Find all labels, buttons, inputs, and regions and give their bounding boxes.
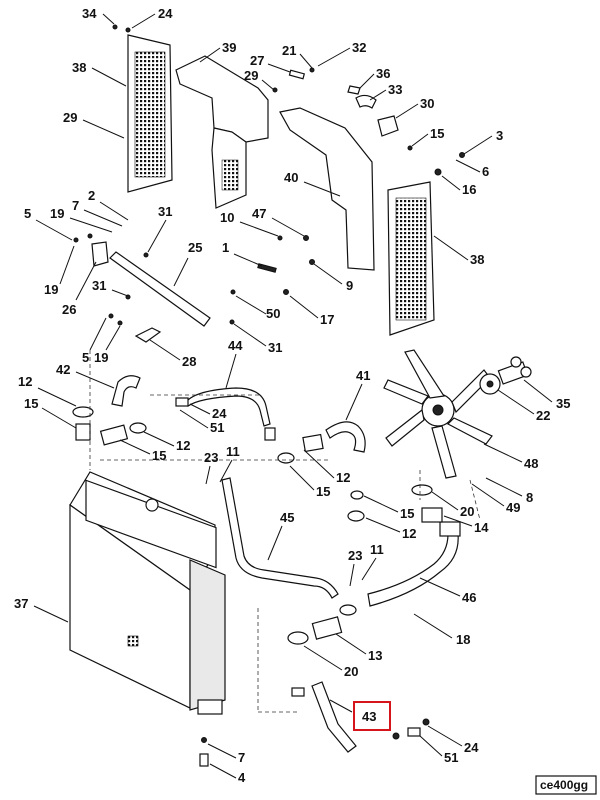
callout-45: 45: [280, 510, 294, 525]
callout-24: 24: [464, 740, 479, 755]
drawing-code: ce400gg: [540, 778, 588, 792]
fan-shroud-upper: [175, 55, 269, 209]
callout-37: 37: [14, 596, 28, 611]
callout-28: 28: [182, 354, 196, 369]
callout-50: 50: [266, 306, 280, 321]
callout-47: 47: [252, 206, 266, 221]
small-hardware: [73, 24, 465, 326]
callout-14: 14: [474, 520, 489, 535]
callout-19: 19: [94, 350, 108, 365]
callout-31: 31: [158, 204, 172, 219]
callout-18: 18: [456, 632, 470, 647]
callout-13: 13: [368, 648, 382, 663]
callout-6: 6: [482, 164, 489, 179]
callout-15: 15: [316, 484, 330, 499]
callout-12: 12: [18, 374, 32, 389]
upper-radiator-hose: [277, 421, 366, 464]
callout-12: 12: [336, 470, 350, 485]
parts-drawing: [69, 24, 532, 767]
callout-51: 51: [210, 420, 224, 435]
callout-15: 15: [400, 506, 414, 521]
callout-25: 25: [188, 240, 202, 255]
upper-tube: [175, 387, 276, 441]
callout-9: 9: [346, 278, 353, 293]
callout-4: 4: [238, 770, 246, 785]
callout-19: 19: [44, 282, 58, 297]
callout-5: 5: [82, 350, 89, 365]
callout-33: 33: [388, 82, 402, 97]
drain-plug: [199, 737, 209, 767]
callout-44: 44: [228, 338, 243, 353]
callout-31: 31: [92, 278, 106, 293]
callout-23: 23: [204, 450, 218, 465]
callout-15: 15: [430, 126, 444, 141]
callout-15: 15: [24, 396, 38, 411]
callout-19: 19: [50, 206, 64, 221]
callout-8: 8: [526, 490, 533, 505]
callout-12: 12: [402, 526, 416, 541]
callout-3: 3: [496, 128, 503, 143]
callout-29: 29: [244, 68, 258, 83]
callout-36: 36: [376, 66, 390, 81]
callout-43: 43: [362, 709, 376, 724]
callout-49: 49: [506, 500, 520, 515]
callout-10: 10: [220, 210, 234, 225]
lower-tube: [221, 477, 339, 599]
fan-shroud-side: [279, 107, 375, 271]
callout-15: 15: [152, 448, 166, 463]
right-grille-panel: [387, 181, 435, 336]
bottom-tube: [291, 681, 430, 753]
callout-42: 42: [56, 362, 70, 377]
callout-27: 27: [250, 53, 264, 68]
callout-16: 16: [462, 182, 476, 197]
callout-7: 7: [72, 198, 79, 213]
callout-22: 22: [536, 408, 550, 423]
lower-clamps: [287, 604, 357, 645]
callout-46: 46: [462, 590, 476, 605]
callout-39: 39: [222, 40, 236, 55]
callout-30: 30: [420, 96, 434, 111]
callout-32: 32: [352, 40, 366, 55]
callout-5: 5: [24, 206, 31, 221]
lower-radiator-hose: [347, 484, 461, 607]
callout-24: 24: [158, 6, 173, 21]
drawing-code-box: [535, 775, 597, 795]
callout-20: 20: [460, 504, 474, 519]
callout-38: 38: [72, 60, 86, 75]
callout-40: 40: [284, 170, 298, 185]
callout-7: 7: [238, 750, 245, 765]
left-grille-panel: [127, 34, 173, 193]
callout-29: 29: [63, 110, 77, 125]
callout-1: 1: [222, 240, 229, 255]
callout-51: 51: [444, 750, 458, 765]
callout-38: 38: [470, 252, 484, 267]
callout-11: 11: [226, 444, 240, 459]
callout-26: 26: [62, 302, 76, 317]
callout-23: 23: [348, 548, 362, 563]
callout-20: 20: [344, 664, 358, 679]
callout-labels: 34 24 39 27 21 32 38 29 36 29 33 30 15 3…: [14, 6, 597, 795]
callout-11: 11: [370, 542, 384, 557]
callout-12: 12: [176, 438, 190, 453]
cooling-fan: [383, 349, 493, 479]
fan-hub: [479, 356, 532, 395]
radiator-assembly: [69, 471, 226, 715]
callout-17: 17: [320, 312, 334, 327]
callout-41: 41: [356, 368, 370, 383]
callout-2: 2: [88, 188, 95, 203]
support-rod-assembly: [91, 241, 211, 343]
highlight-box-43: [353, 701, 391, 731]
callout-35: 35: [556, 396, 570, 411]
callout-34: 34: [82, 6, 97, 21]
callout-21: 21: [282, 43, 296, 58]
callout-24: 24: [212, 406, 227, 421]
callout-31: 31: [268, 340, 282, 355]
reference-lines: [89, 350, 481, 713]
callout-48: 48: [524, 456, 538, 471]
